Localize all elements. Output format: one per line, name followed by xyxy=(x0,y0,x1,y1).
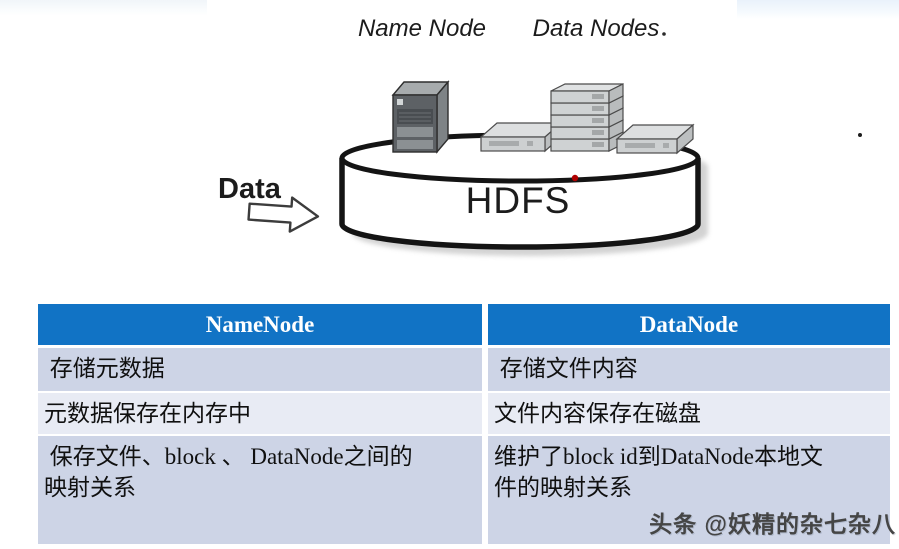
table-row: 保存文件、block 、 DataNode之间的 映射关系 维护了block i… xyxy=(38,436,890,544)
name-node-label: Name Node xyxy=(358,15,486,42)
hdfs-label: HDFS xyxy=(466,180,571,221)
cell-namenode-row1: 存储元数据 xyxy=(38,348,482,391)
block-arrow-right-icon xyxy=(247,196,320,233)
top-right-gradient-band xyxy=(737,0,899,19)
data-label: Data xyxy=(218,173,282,205)
top-left-gradient-band xyxy=(0,0,207,16)
table-row: 存储元数据 存储文件内容 xyxy=(38,348,890,391)
data-nodes-label: Data Nodes xyxy=(533,15,660,42)
disk-left-icon xyxy=(479,121,563,153)
table-header-row: NameNode DataNode xyxy=(38,304,890,345)
disk-right-icon xyxy=(615,123,695,155)
header-datanode: DataNode xyxy=(488,304,890,345)
header-namenode: NameNode xyxy=(38,304,482,345)
cell-datanode-row3: 维护了block id到DataNode本地文 件的映射关系 xyxy=(488,436,890,544)
cell-namenode-row2: 元数据保存在内存中 xyxy=(38,393,482,434)
watermark: 头条 @妖精的杂七杂八 xyxy=(649,511,896,537)
cell-datanode-row1: 存储文件内容 xyxy=(488,348,890,391)
stray-dot-right xyxy=(858,133,862,137)
server-tower-icon xyxy=(391,80,450,154)
cell-datanode-row2: 文件内容保存在磁盘 xyxy=(488,393,890,434)
red-dot xyxy=(571,174,579,182)
hdfs-architecture-diagram: Name Node Data Nodes Data HDFS xyxy=(218,15,862,256)
stray-dot-label xyxy=(662,32,666,36)
table-row: 元数据保存在内存中 文件内容保存在磁盘 xyxy=(38,393,890,434)
comparison-table: NameNode DataNode 存储元数据 存储文件内容 元数据保存在内存中… xyxy=(38,304,890,544)
cell-namenode-row3: 保存文件、block 、 DataNode之间的 映射关系 xyxy=(38,436,482,544)
table-body: 存储元数据 存储文件内容 元数据保存在内存中 文件内容保存在磁盘 保存文件、bl… xyxy=(38,348,890,544)
disk-array-icons xyxy=(479,83,695,155)
disk-stack-icon xyxy=(550,83,624,152)
